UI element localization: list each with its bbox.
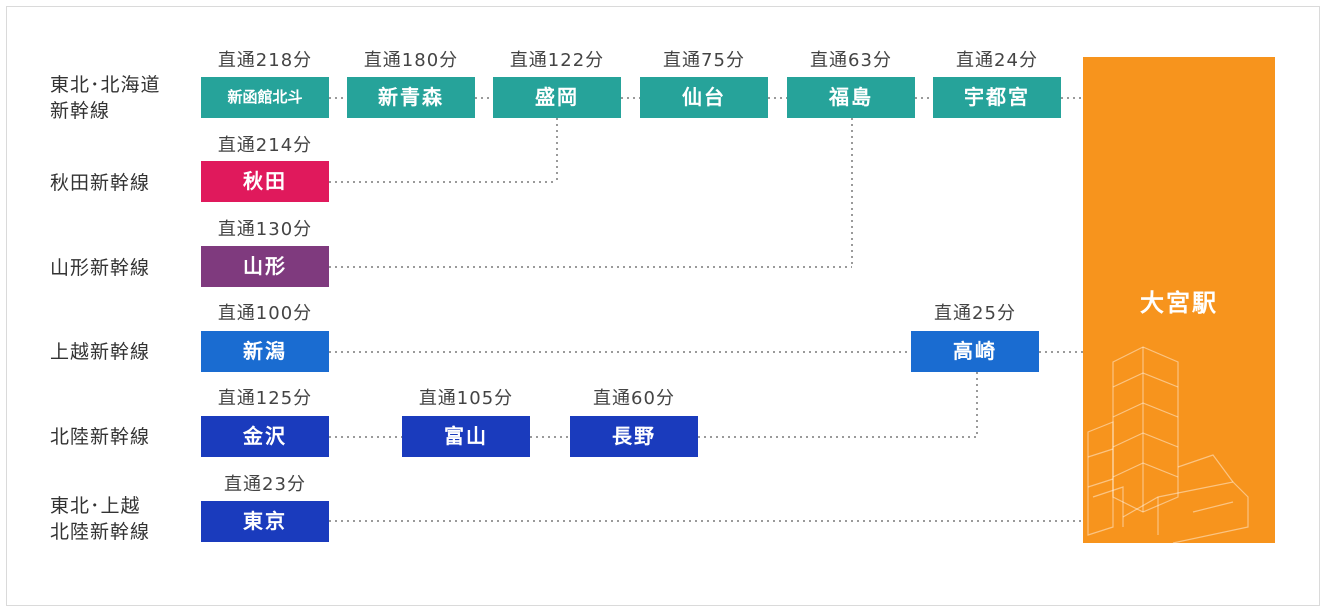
line-label-tohoku-hokkaido: 東北･北海道 新幹線: [50, 72, 161, 124]
time-yamagata: 直通130分: [217, 219, 313, 240]
time-shin-aomori: 直通180分: [363, 50, 459, 71]
station-yamagata[interactable]: 山形: [201, 246, 329, 287]
time-utsunomiya: 直通24分: [956, 50, 1038, 71]
station-sendai[interactable]: 仙台: [640, 77, 768, 118]
line-label-joetsu-text: 上越新幹線: [50, 341, 151, 363]
time-sendai: 直通75分: [663, 50, 745, 71]
line-label-hokuriku: 北陸新幹線: [50, 424, 150, 450]
time-takasaki: 直通25分: [934, 303, 1016, 324]
time-niigata: 直通100分: [217, 303, 313, 324]
time-tokyo: 直通23分: [224, 474, 306, 495]
time-akita: 直通214分: [217, 135, 313, 156]
line-label-tohoku-joetsu-hokuriku-line1: 東北･上越: [50, 495, 141, 517]
line-label-tohoku-joetsu-hokuriku-line2: 北陸新幹線: [50, 521, 151, 543]
station-akita[interactable]: 秋田: [201, 161, 329, 202]
station-utsunomiya[interactable]: 宇都宮: [933, 77, 1061, 118]
line-label-tohoku-joetsu-hokuriku: 東北･上越 北陸新幹線: [50, 493, 150, 545]
time-morioka: 直通122分: [509, 50, 605, 71]
line-label-joetsu: 上越新幹線: [50, 339, 150, 365]
station-toyama[interactable]: 富山: [402, 416, 530, 457]
line-label-tohoku-hokkaido-line2: 新幹線: [50, 100, 111, 122]
line-label-tohoku-hokkaido-line1: 東北･北海道: [50, 74, 161, 96]
building-illustration: [1087, 346, 1249, 543]
station-takasaki[interactable]: 高崎: [911, 331, 1039, 372]
station-shin-hakodate-hokuto[interactable]: 新函館北斗: [201, 77, 329, 118]
station-fukushima[interactable]: 福島: [787, 77, 915, 118]
line-label-yamagata-text: 山形新幹線: [50, 257, 151, 279]
time-shin-hakodate-hokuto: 直通218分: [217, 50, 313, 71]
omiya-station-panel[interactable]: 大宮駅: [1083, 57, 1275, 543]
station-niigata[interactable]: 新潟: [201, 331, 329, 372]
time-fukushima: 直通63分: [810, 50, 892, 71]
time-toyama: 直通105分: [418, 388, 514, 409]
omiya-station-label: 大宮駅: [1140, 289, 1218, 317]
line-label-hokuriku-text: 北陸新幹線: [50, 426, 151, 448]
line-label-yamagata: 山形新幹線: [50, 255, 150, 281]
station-shin-aomori[interactable]: 新青森: [347, 77, 475, 118]
station-tokyo[interactable]: 東京: [201, 501, 329, 542]
line-label-akita: 秋田新幹線: [50, 170, 150, 196]
station-nagano[interactable]: 長野: [570, 416, 698, 457]
station-kanazawa[interactable]: 金沢: [201, 416, 329, 457]
line-label-akita-text: 秋田新幹線: [50, 172, 151, 194]
station-morioka[interactable]: 盛岡: [493, 77, 621, 118]
time-nagano: 直通60分: [593, 388, 675, 409]
time-kanazawa: 直通125分: [217, 388, 313, 409]
